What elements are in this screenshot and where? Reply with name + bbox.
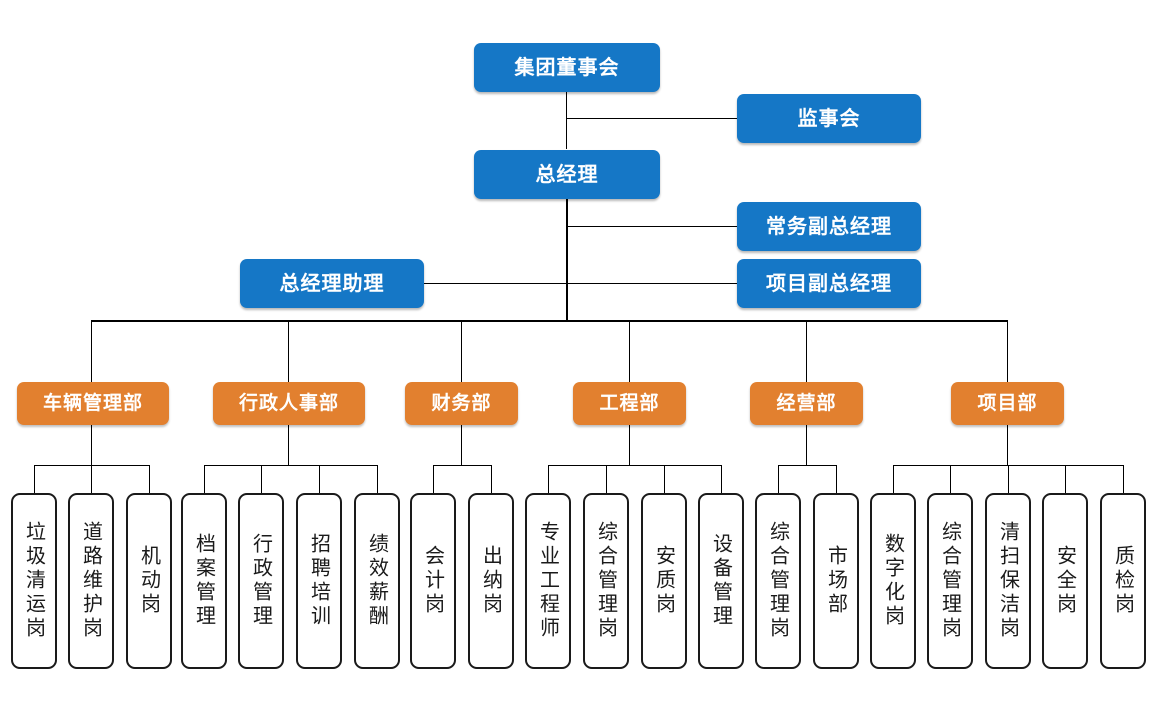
connector-bar-dept-3 [433,465,491,466]
connector-stem-dept-3 [461,424,462,465]
node-position-safety-quality[interactable]: 安质岗 [641,493,687,669]
position-label: 招聘培训 [307,533,332,629]
connector-drop-dept-3 [461,320,462,382]
connector-drop-pos-6-2 [950,465,951,494]
node-supervisory-board[interactable]: 监事会 [737,94,921,143]
connector-trunk-to-project-vice-gm [566,283,737,284]
node-department-vehicle-management[interactable]: 车辆管理部 [17,382,169,425]
position-label: 机动岗 [137,545,162,617]
node-position-mobile-duty[interactable]: 机动岗 [126,493,172,669]
position-label: 档案管理 [192,533,217,629]
node-position-performance-compensation[interactable]: 绩效薪酬 [354,493,400,669]
position-label: 安质岗 [652,545,677,617]
position-label: 专业工程师 [536,521,561,641]
connector-drop-pos-5-1 [778,465,779,494]
node-position-cleaning-sanitation[interactable]: 清扫保洁岗 [985,493,1031,669]
connector-drop-pos-4-3 [664,465,665,494]
connector-stem-dept-1 [91,424,92,465]
position-label: 设备管理 [709,533,734,629]
connector-bar-dept-5 [778,465,836,466]
position-label: 会计岗 [421,545,446,617]
connector-drop-pos-4-1 [548,465,549,494]
node-position-equipment-management[interactable]: 设备管理 [698,493,744,669]
position-label: 绩效薪酬 [365,533,390,629]
connector-board-to-gm [566,92,567,149]
node-department-engineering[interactable]: 工程部 [573,382,686,425]
connector-drop-dept-6 [1007,320,1008,382]
connector-stem-dept-2 [288,424,289,465]
node-position-operations-general-management[interactable]: 综合管理岗 [755,493,801,669]
node-general-manager[interactable]: 总经理 [474,150,660,199]
connector-drop-pos-1-3 [149,465,150,494]
node-department-project[interactable]: 项目部 [951,382,1064,425]
connector-drop-dept-2 [288,320,289,382]
node-position-recruitment-training[interactable]: 招聘培训 [296,493,342,669]
node-position-digitalization[interactable]: 数字化岗 [870,493,916,669]
node-position-accounting[interactable]: 会计岗 [410,493,456,669]
position-label: 质检岗 [1111,545,1136,617]
node-general-manager-assistant[interactable]: 总经理助理 [240,259,424,308]
position-label: 道路维护岗 [79,521,104,641]
connector-gm-assistant-to-trunk [424,283,567,284]
position-label: 市场部 [824,545,849,617]
connector-gm-trunk-to-supervisory [566,118,737,119]
department-distribution-bar [91,320,1008,322]
connector-drop-pos-6-1 [893,465,894,494]
position-label: 综合管理岗 [594,521,619,641]
node-department-admin-hr[interactable]: 行政人事部 [213,382,365,425]
connector-drop-pos-1-2 [91,465,92,494]
connector-drop-dept-4 [629,320,630,382]
node-position-engineering-general-management[interactable]: 综合管理岗 [583,493,629,669]
connector-drop-pos-2-3 [319,465,320,494]
position-label: 出纳岗 [479,545,504,617]
connector-bar-dept-2 [204,465,377,466]
connector-stem-dept-4 [629,424,630,465]
connector-drop-pos-6-5 [1123,465,1124,494]
position-label: 综合管理岗 [766,521,791,641]
connector-stem-dept-5 [806,424,807,465]
position-label: 垃圾清运岗 [22,521,47,641]
node-executive-vice-general-manager[interactable]: 常务副总经理 [737,202,921,251]
connector-drop-pos-3-1 [433,465,434,494]
node-position-waste-transport[interactable]: 垃圾清运岗 [11,493,57,669]
node-position-quality-inspection[interactable]: 质检岗 [1100,493,1146,669]
connector-stem-dept-6 [1007,424,1008,465]
connector-drop-pos-4-4 [721,465,722,494]
node-board-of-directors[interactable]: 集团董事会 [474,43,660,92]
connector-drop-pos-5-2 [836,465,837,494]
node-position-administration-management[interactable]: 行政管理 [238,493,284,669]
node-position-safety[interactable]: 安全岗 [1042,493,1088,669]
node-department-operations[interactable]: 经营部 [750,382,863,425]
connector-drop-pos-1-1 [34,465,35,494]
connector-drop-pos-3-2 [491,465,492,494]
connector-drop-pos-6-3 [1008,465,1009,494]
node-department-finance[interactable]: 财务部 [405,382,518,425]
node-position-archive-management[interactable]: 档案管理 [181,493,227,669]
node-position-road-maintenance[interactable]: 道路维护岗 [68,493,114,669]
node-position-professional-engineer[interactable]: 专业工程师 [525,493,571,669]
node-position-marketing[interactable]: 市场部 [813,493,859,669]
position-label: 安全岗 [1053,545,1078,617]
connector-drop-pos-2-4 [377,465,378,494]
connector-drop-pos-4-2 [606,465,607,494]
connector-drop-pos-2-2 [261,465,262,494]
connector-bar-dept-4 [548,465,721,466]
connector-trunk-to-exec-vice-gm [566,226,737,227]
position-label: 数字化岗 [881,533,906,629]
connector-drop-dept-1 [91,320,92,382]
connector-drop-dept-5 [806,320,807,382]
connector-drop-pos-6-4 [1065,465,1066,494]
position-label: 清扫保洁岗 [996,521,1021,641]
position-label: 综合管理岗 [938,521,963,641]
node-position-project-general-management[interactable]: 综合管理岗 [927,493,973,669]
connector-gm-trunk [566,199,568,321]
node-project-vice-general-manager[interactable]: 项目副总经理 [737,259,921,308]
position-label: 行政管理 [249,533,274,629]
node-position-cashier[interactable]: 出纳岗 [468,493,514,669]
connector-drop-pos-2-1 [204,465,205,494]
